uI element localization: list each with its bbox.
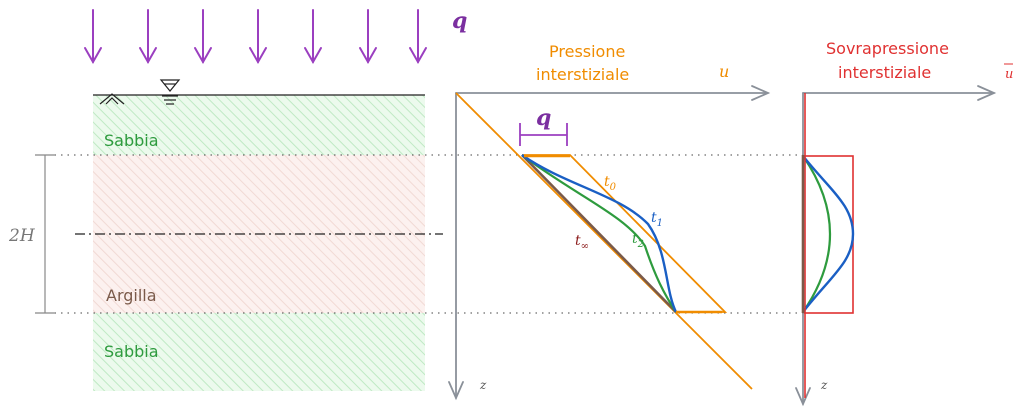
pore-pressure-title-line2: interstiziale: [536, 65, 629, 84]
excess-t1-curve: [802, 155, 855, 313]
t0-profile: [522, 154, 728, 313]
distributed-load-arrows: [84, 9, 427, 65]
pore-pressure-title-line1: Pressione: [549, 42, 625, 61]
load-arrow: [139, 9, 157, 65]
load-arrow: [409, 9, 427, 65]
load-arrow: [359, 9, 377, 65]
q-bracket: [519, 123, 568, 146]
excess-t2-curve: [802, 155, 832, 313]
z-axis-right-label: z: [820, 378, 828, 392]
z-axis-right-arrowhead: [795, 387, 811, 407]
thickness-label-bg: [6, 222, 44, 246]
sand-layer-top: [93, 95, 425, 155]
ground-surface-symbol: [99, 93, 125, 105]
t2-label: t2: [632, 231, 644, 250]
tinf-label: t∞: [575, 233, 589, 252]
ubar-axis-label: u: [1005, 67, 1013, 82]
excess-axes: [795, 85, 997, 407]
load-arrow: [194, 9, 212, 65]
excess-title-line1: Sovrapressione: [826, 39, 949, 58]
water-table-icon: [159, 79, 181, 105]
pore-pressure-axes: [448, 85, 771, 401]
z-axis-left-label: z: [479, 378, 487, 392]
t1-profile: [521, 154, 678, 313]
tinf-profile: [521, 154, 677, 313]
hydrostatic-line: [455, 92, 753, 390]
excess-title-line2: interstiziale: [838, 63, 931, 82]
ubar-axis-arrowhead: [977, 85, 997, 101]
load-arrow: [304, 9, 322, 65]
t0-label: t0: [604, 174, 617, 193]
z-axis-left-arrowhead: [448, 381, 464, 401]
u-axis-label: u: [719, 62, 729, 81]
u-axis-arrowhead: [751, 85, 771, 101]
sand-layer-bottom: [93, 313, 425, 391]
thickness-label: 2H: [8, 226, 36, 246]
load-arrow: [84, 9, 102, 65]
thickness-dimension: [35, 154, 55, 314]
t2-profile: [521, 154, 677, 313]
q-bracket-label: q: [536, 105, 551, 131]
t1-label: t1: [651, 210, 663, 229]
load-q-label: q: [452, 8, 467, 34]
sand-bottom-label: Sabbia: [104, 342, 159, 361]
sand-top-label: Sabbia: [104, 131, 159, 150]
excess-initial-box: [802, 155, 854, 314]
load-arrow: [249, 9, 267, 65]
clay-label: Argilla: [106, 286, 157, 305]
